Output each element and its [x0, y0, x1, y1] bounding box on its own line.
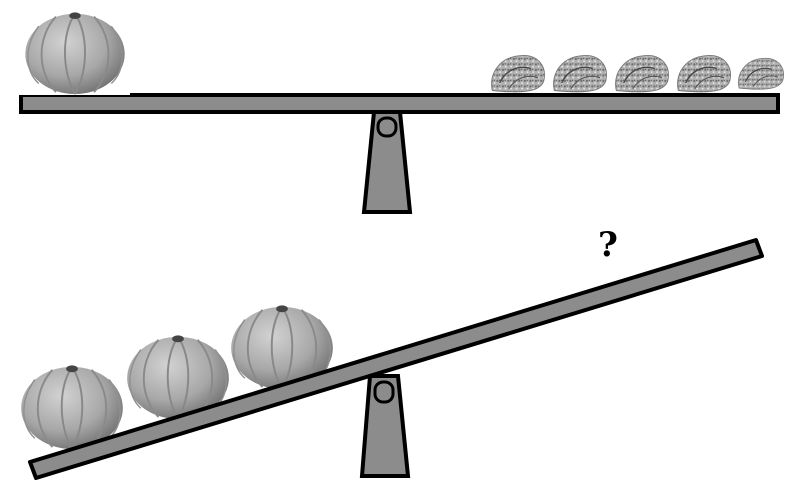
bottom-seesaw-stand	[359, 374, 411, 478]
top-seesaw	[18, 6, 785, 214]
unknown-weight-marker: ?	[598, 225, 618, 265]
top-right-cauliflowers	[490, 54, 785, 93]
bottom-seesaw-plank	[28, 238, 764, 480]
cauliflower-2	[552, 54, 608, 93]
top-left-pumpkin	[18, 6, 130, 95]
cauliflower-3	[614, 54, 670, 93]
bottom-seesaw: ?	[8, 225, 764, 480]
bottom-seesaw-pivot	[373, 380, 395, 404]
cauliflower-4	[676, 54, 732, 93]
cauliflower-1	[490, 54, 546, 93]
bottom-left-pumpkins	[8, 288, 340, 460]
cauliflower-5	[737, 57, 785, 90]
top-seesaw-pivot	[376, 116, 398, 138]
top-seesaw-plank	[19, 93, 780, 114]
